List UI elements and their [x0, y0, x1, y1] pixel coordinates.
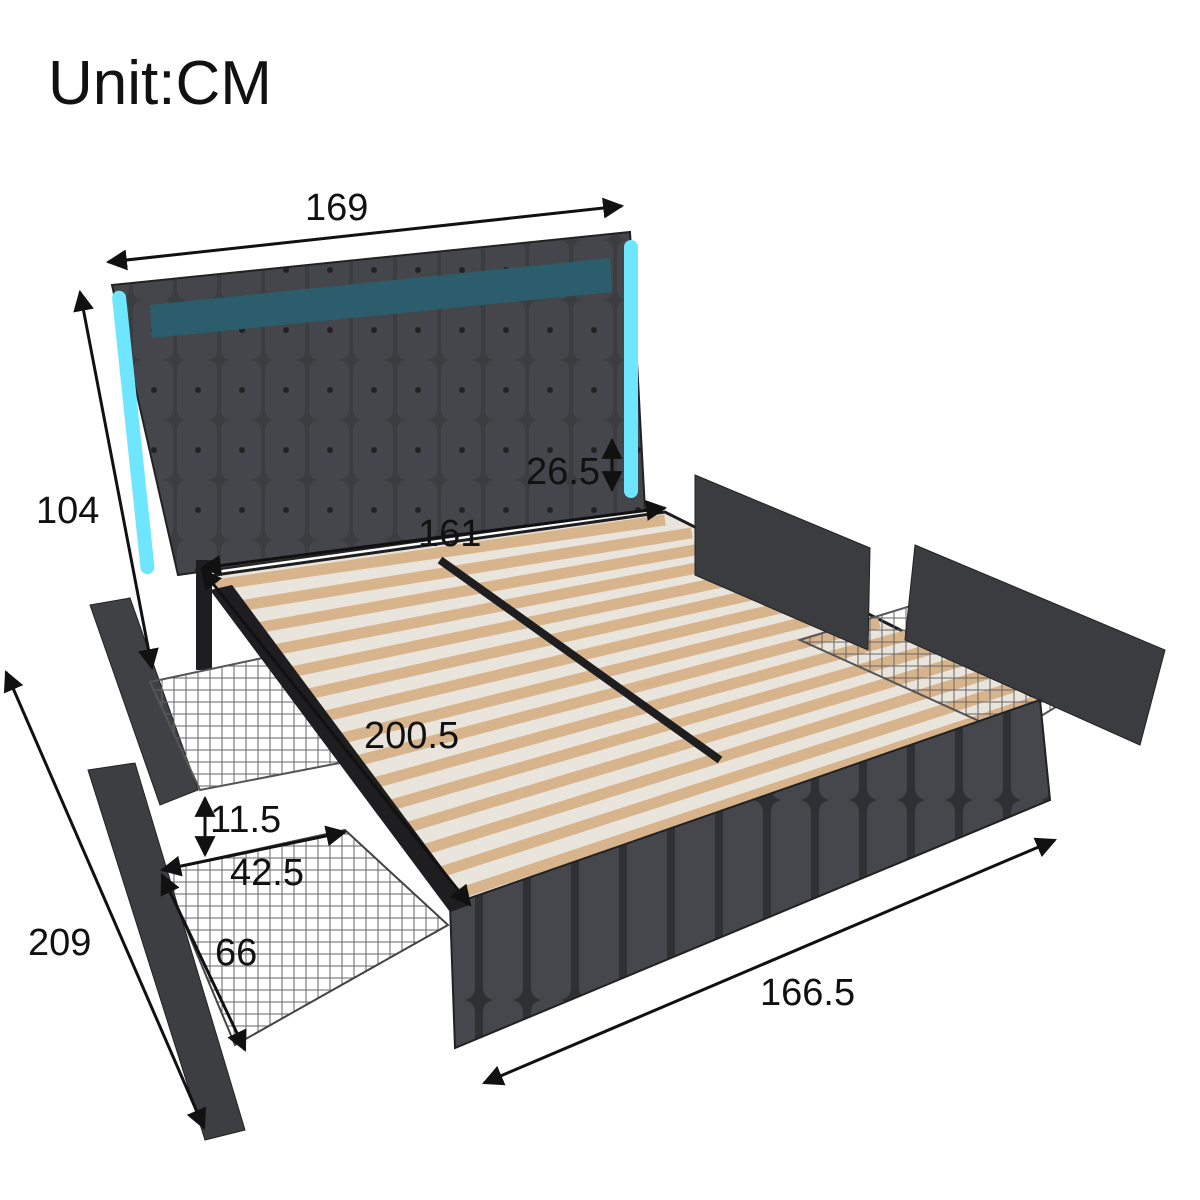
dim-slat-width: 161 [418, 513, 481, 555]
headboard-shelf [150, 258, 612, 338]
dim-overall-length: 209 [28, 922, 91, 964]
center-beam [437, 556, 723, 764]
dim-footboard-width: 166.5 [760, 972, 855, 1014]
dim-drawer-height: 11.5 [210, 799, 281, 841]
dim-drawer-width: 42.5 [230, 852, 304, 894]
headboard-leg [196, 560, 212, 670]
dim-drawer-depth: 66 [215, 932, 257, 974]
dimension-lines [3, 197, 1057, 1130]
side-rail-right [694, 474, 871, 651]
slat [419, 669, 989, 856]
dim-headboard-width: 169 [305, 187, 368, 229]
dim-inner-length: 200.5 [364, 715, 459, 757]
side-drawer-front-right [904, 544, 1166, 746]
bed-illustration [87, 230, 1166, 1141]
slat [384, 643, 935, 812]
dim-headboard-height: 104 [36, 490, 99, 532]
slat [401, 656, 962, 834]
unit-label: Unit:CM [48, 49, 272, 118]
dim-led-panel-height: 26.5 [526, 451, 600, 493]
led-strip-right [624, 240, 638, 498]
